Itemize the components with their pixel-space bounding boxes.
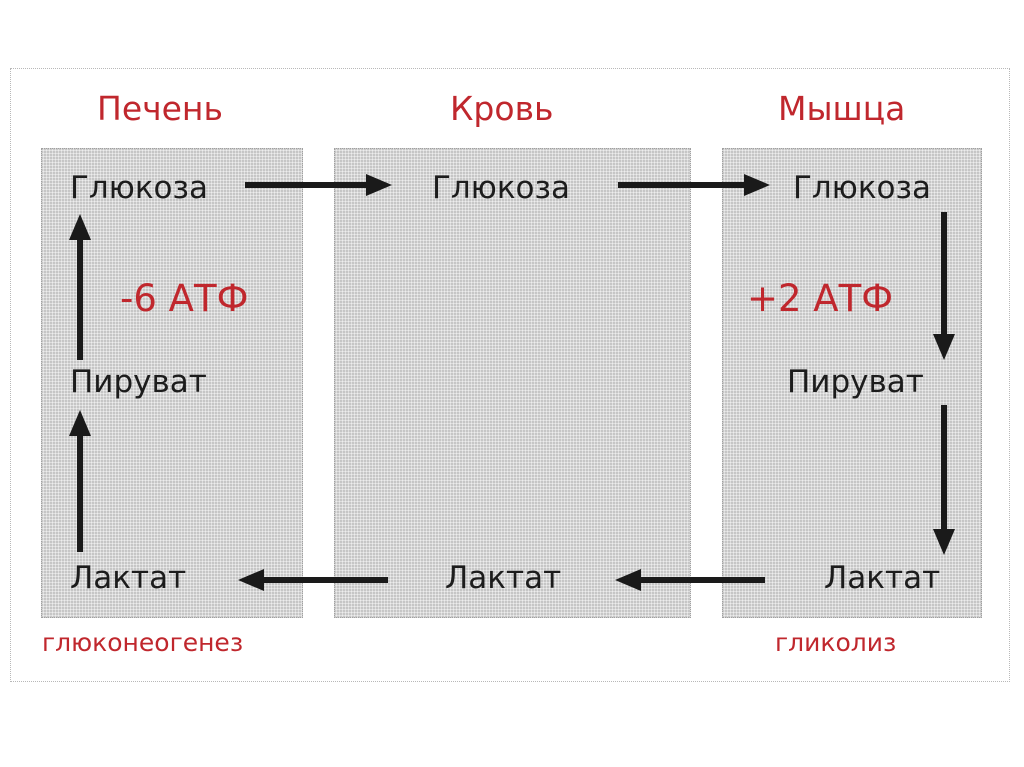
arrow-blood-to-liver-lactate xyxy=(238,569,388,591)
liver-lactate: Лактат xyxy=(70,560,187,596)
blood-heading: Кровь xyxy=(450,89,554,128)
arrow-muscle-to-blood-lactate-head xyxy=(615,569,641,591)
liver-glucose: Глюкоза xyxy=(70,170,208,206)
muscle-lactate: Лактат xyxy=(824,560,941,596)
diagram-frame xyxy=(10,68,1010,682)
arrow-liver-to-blood-glucose-head xyxy=(366,174,392,196)
arrow-muscle-glucose-pyruvate-head xyxy=(933,334,955,360)
liver-atp: -6 АТФ xyxy=(120,277,249,320)
blood-panel xyxy=(334,148,691,618)
arrow-blood-to-liver-lactate-head xyxy=(238,569,264,591)
blood-lactate: Лактат xyxy=(445,560,562,596)
arrow-liver-to-blood-glucose xyxy=(245,174,392,196)
arrow-liver-pyruvate-glucose-head xyxy=(69,214,91,240)
arrow-liver-pyruvate-glucose xyxy=(69,214,91,360)
liver-process: глюконеогенез xyxy=(42,628,244,657)
arrow-muscle-pyruvate-lactate xyxy=(933,405,955,555)
arrow-blood-to-muscle-glucose xyxy=(618,174,770,196)
muscle-heading: Мышца xyxy=(778,89,906,128)
arrow-liver-lactate-pyruvate-head xyxy=(69,410,91,436)
arrow-blood-to-muscle-glucose-head xyxy=(744,174,770,196)
liver-heading: Печень xyxy=(97,89,223,128)
blood-glucose: Глюкоза xyxy=(432,170,570,206)
muscle-atp: +2 АТФ xyxy=(747,277,894,320)
arrow-liver-lactate-pyruvate xyxy=(69,410,91,552)
muscle-pyruvate: Пируват xyxy=(787,364,924,400)
muscle-glucose: Глюкоза xyxy=(793,170,931,206)
arrow-muscle-pyruvate-lactate-head xyxy=(933,529,955,555)
arrow-muscle-glucose-pyruvate xyxy=(933,212,955,360)
muscle-process: гликолиз xyxy=(775,628,897,657)
liver-pyruvate: Пируват xyxy=(70,364,207,400)
arrow-muscle-to-blood-lactate xyxy=(615,569,765,591)
